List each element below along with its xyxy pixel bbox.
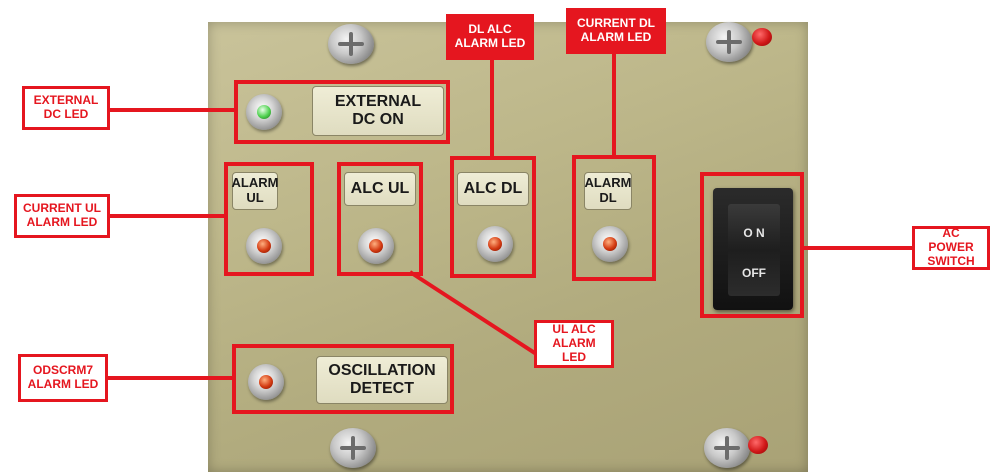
oscillation-detect-plate: OSCILLATION DETECT: [316, 356, 448, 404]
alc-ul-plate: ALC UL: [344, 172, 416, 206]
alc-dl-highlight-box: [450, 156, 536, 278]
connector-odscrm7: [108, 376, 234, 380]
alc-dl-plate: ALC DL: [457, 172, 529, 206]
connector-external-dc: [110, 108, 236, 112]
external-dc-highlight-box: [234, 80, 450, 144]
oscillation-detect-highlight-box: [232, 344, 454, 414]
alarm-dl-plate: ALARM DL: [584, 172, 632, 210]
screw-bottom-right: [704, 428, 750, 468]
alc-dl-led: [477, 226, 513, 262]
callout-odscrm7-alarm-led: ODSCRM7 ALARM LED: [18, 354, 108, 402]
callout-current-ul-alarm-led: CURRENT UL ALARM LED: [14, 194, 110, 238]
external-dc-led: [246, 94, 282, 130]
alc-ul-highlight-box: [337, 162, 423, 276]
switch-off-label: OFF: [742, 266, 766, 280]
connector-current-ul: [108, 214, 226, 218]
external-dc-on-plate: EXTERNAL DC ON: [312, 86, 444, 136]
connector-dl-alc: [490, 60, 494, 158]
callout-ac-power-switch: AC POWER SWITCH: [912, 226, 990, 270]
switch-on-label: O N: [743, 226, 765, 240]
callout-dl-alc-alarm-led: DL ALC ALARM LED: [446, 14, 534, 60]
red-cap-top-right: [752, 28, 772, 46]
oscillation-detect-led: [248, 364, 284, 400]
alarm-dl-led: [592, 226, 628, 262]
screw-top-left: [328, 24, 374, 64]
connector-ac-power: [802, 246, 914, 250]
alarm-dl-highlight-box: [572, 155, 656, 281]
ac-power-switch-highlight-box: [700, 172, 804, 318]
ac-power-switch[interactable]: [728, 204, 780, 296]
alarm-ul-highlight-box: [224, 162, 314, 276]
alc-ul-led: [358, 228, 394, 264]
screw-bottom-left: [330, 428, 376, 468]
screw-top-right: [706, 22, 752, 62]
red-cap-bottom-right: [748, 436, 768, 454]
callout-external-dc-led: EXTERNAL DC LED: [22, 86, 110, 130]
alarm-ul-led: [246, 228, 282, 264]
callout-ul-alc-alarm-led: UL ALC ALARM LED: [534, 320, 614, 368]
alarm-ul-plate: ALARM UL: [232, 172, 278, 210]
callout-current-dl-alarm-led: CURRENT DL ALARM LED: [566, 8, 666, 54]
connector-current-dl: [612, 54, 616, 157]
